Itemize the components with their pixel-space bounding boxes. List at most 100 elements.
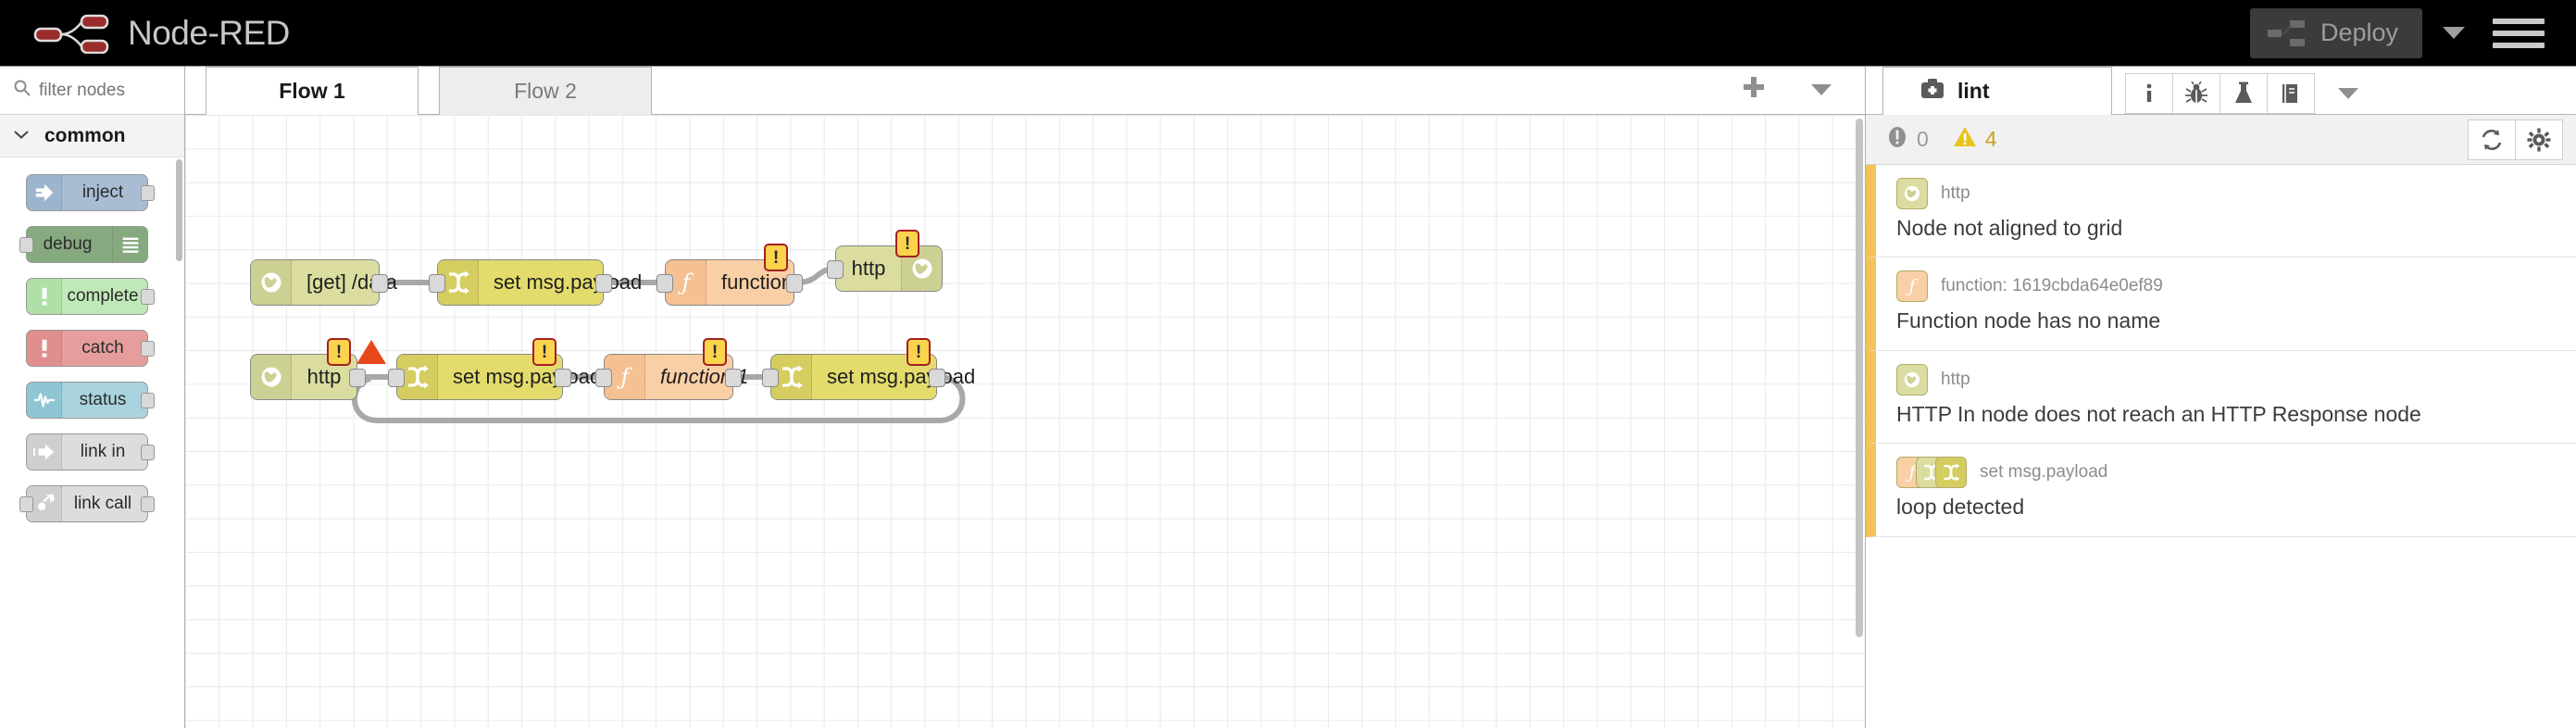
palette-node-label: link in [80,442,126,461]
search-icon [13,79,31,102]
node-label: set msg.payload [453,365,602,388]
flow-node-http-in-2[interactable]: http! [250,338,386,400]
node-output-port[interactable] [349,369,366,387]
deploy-label: Deploy [2320,19,2398,46]
palette-node-link-call[interactable]: link call [19,485,155,522]
add-flow-plus-icon[interactable] [1739,72,1769,107]
switch-icon [438,260,479,305]
flow-tab-bar: Flow 1 Flow 2 [185,67,1865,115]
flow-node-http-in-1[interactable]: [get] /data [250,259,397,306]
node-output-port[interactable] [595,274,612,293]
node-output-port[interactable] [555,369,571,387]
lint-item-message: HTTP In node does not reach an HTTP Resp… [1896,401,2421,426]
lint-error-count-group: 0 [1886,125,1929,154]
node-output-port[interactable] [371,274,388,293]
node-warning-badge[interactable]: ! [327,338,351,366]
node-input-port[interactable] [657,274,673,293]
flow-node-change-2[interactable]: set msg.payload! [388,338,601,400]
refresh-icon[interactable] [2468,119,2516,160]
hamburger-menu-icon[interactable] [2493,12,2545,55]
bug-icon[interactable] [2172,73,2220,114]
node-output-port[interactable] [725,369,742,387]
node-label: function [721,270,794,294]
node-output-port[interactable] [786,274,803,293]
node-input-port[interactable] [388,369,405,387]
palette-node-label: debug [43,234,93,254]
lint-item-message: Function node has no name [1896,308,2161,333]
node-output-port[interactable] [929,369,945,387]
flow-node-change-3[interactable]: set msg.payload! [762,338,975,400]
palette-node-output-port [141,445,155,460]
node-label: [get] /data [306,270,397,294]
tab-flow-1-label: Flow 1 [279,79,345,103]
node-warning-badge[interactable]: ! [907,338,931,366]
node-input-port[interactable] [762,369,779,387]
palette-node-complete[interactable]: complete [26,278,155,315]
node-error-triangle-icon[interactable] [356,340,386,364]
node-input-port[interactable] [827,260,844,279]
pulse-icon [27,383,62,418]
deploy-dropdown-chevron-down-icon[interactable] [2443,27,2465,39]
node-warning-badge[interactable]: ! [764,244,788,271]
palette-node-link-in[interactable]: link in [26,433,155,471]
tab-flow-2[interactable]: Flow 2 [439,67,652,115]
link-in-icon [27,434,62,470]
flask-icon[interactable] [2220,73,2268,114]
flow-node-http-out-1[interactable]: http! [827,230,943,292]
node-palette: common inject debug complete catch status lin… [0,67,185,728]
tab-lint[interactable]: lint [1882,67,2112,115]
palette-category-common[interactable]: common [0,115,184,157]
f-icon: ƒ [1896,270,1928,303]
deploy-nodes-icon [2267,19,2309,48]
search-input[interactable] [39,80,178,101]
node-warning-badge[interactable]: ! [703,338,727,366]
gear-icon[interactable] [2515,119,2563,160]
sidebar-more-chevron-down-icon[interactable] [2338,88,2358,99]
info-icon[interactable] [2125,73,2173,114]
node-input-port[interactable] [595,369,612,387]
palette-node-label: complete [67,286,139,306]
globe-icon [1896,363,1928,395]
lint-item-node-icons [1896,363,1928,395]
palette-scrollbar[interactable] [176,159,182,261]
palette-node-label: inject [81,182,124,202]
node-warning-badge[interactable]: ! [532,338,556,366]
lint-item-node-icons: ƒ [1896,457,1967,489]
lint-item-node-type: http [1941,183,1970,203]
palette-node-label: status [79,390,127,409]
palette-category-label: common [44,124,126,146]
book-icon[interactable] [2267,73,2315,114]
deploy-button[interactable]: Deploy [2249,7,2422,58]
globe-icon [251,355,292,399]
svg-text:ƒ: ƒ [616,365,632,389]
palette-node-inject[interactable]: inject [26,174,155,211]
medkit-icon [1920,78,1945,106]
svg-text:ƒ: ƒ [1906,278,1919,296]
lint-error-count: 0 [1917,127,1929,151]
tab-flow-1[interactable]: Flow 1 [206,67,419,115]
flow-menu-chevron-down-icon[interactable] [1811,84,1832,95]
palette-node-catch[interactable]: catch [26,330,155,367]
lint-item-node-type: http [1941,369,1970,389]
node-label: function 1 [660,365,749,388]
palette-node-input-port [19,237,33,253]
canvas-scrollbar[interactable] [1856,119,1863,637]
node-warning-badge[interactable]: ! [895,230,919,257]
flow-node-function-2[interactable]: ƒ function 1! [595,338,748,400]
lint-warning-count-group: 4 [1953,126,1997,153]
node-input-port[interactable] [429,274,445,293]
palette-node-status[interactable]: status [26,382,155,419]
palette-node-debug[interactable]: debug [19,226,148,263]
palette-node-label: link call [73,494,132,513]
palette-node-output-port [141,393,155,408]
flow-node-change-1[interactable]: set msg.payload [429,259,642,306]
lint-warning-count: 4 [1984,127,1997,151]
sidebar-tab-row: lint [1866,67,2576,115]
node-label: http [306,365,342,388]
